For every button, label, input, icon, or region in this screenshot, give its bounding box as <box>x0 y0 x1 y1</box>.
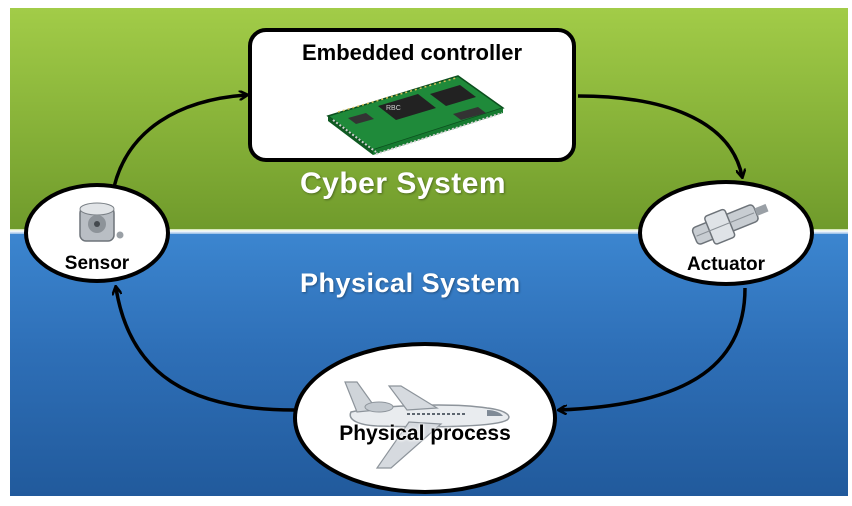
airplane-icon <box>344 381 510 469</box>
actuator-label: Actuator <box>686 254 766 275</box>
physical-process-node: Physical process <box>293 342 557 494</box>
sensor-label: Sensor <box>64 253 130 274</box>
physical-system-label: Physical System <box>300 268 521 298</box>
system-divider <box>10 229 848 234</box>
circuit-board-icon: RBC <box>326 75 505 155</box>
sensor-node: Sensor <box>24 183 170 283</box>
svg-text:RBC: RBC <box>386 105 401 112</box>
physical-process-label: Physical process <box>339 422 511 445</box>
embedded-controller-label: Embedded controller <box>301 40 523 65</box>
cyber-system-label: Cyber System <box>300 167 507 200</box>
embedded-controller-node: Embedded controller RBC <box>248 28 576 162</box>
actuator-node: Actuator <box>638 180 814 286</box>
rotary-encoder-icon <box>79 202 124 242</box>
linear-actuator-icon <box>691 203 769 245</box>
